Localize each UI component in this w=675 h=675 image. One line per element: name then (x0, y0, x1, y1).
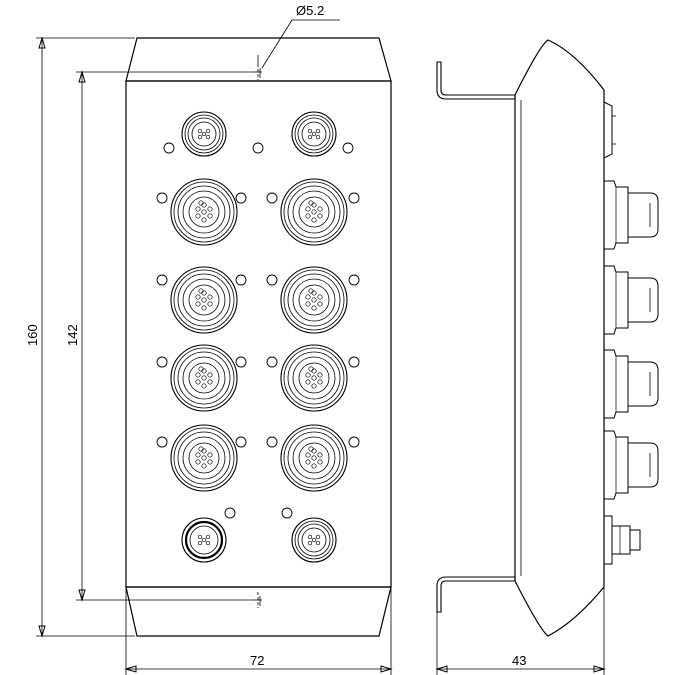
side-bracket (436, 61, 516, 100)
side-port-large-cap (604, 430, 659, 500)
led-dot (235, 356, 247, 368)
width-label: 72 (250, 653, 264, 668)
led-dot (235, 192, 247, 204)
led-dot (235, 436, 247, 448)
connector-large (170, 344, 238, 412)
led-dot (348, 274, 360, 286)
connector-large (280, 424, 348, 492)
led-dot (266, 274, 278, 286)
front-bottom-cap (125, 586, 392, 637)
dimension-lines (36, 19, 606, 675)
front-top-cap (125, 37, 392, 82)
led-dot (156, 274, 168, 286)
led-dot (156, 192, 168, 204)
front-connectors (170, 111, 348, 563)
led-dot (163, 142, 175, 154)
connector-small-female (181, 517, 227, 563)
connector-small (181, 111, 227, 157)
connector-large (280, 178, 348, 246)
connector-small (291, 517, 337, 563)
led-dot (348, 436, 360, 448)
side-housing (514, 39, 605, 637)
height-total-label: 160 (25, 324, 40, 346)
side-port-large-cap (604, 349, 659, 419)
led-dot (281, 507, 293, 519)
led-dot (266, 356, 278, 368)
connector-small (291, 111, 337, 157)
side-port-large-cap (604, 265, 659, 335)
connector-large (280, 344, 348, 412)
led-indicators (156, 142, 360, 519)
led-dot (348, 192, 360, 204)
led-dot (342, 142, 354, 154)
connector-large (170, 424, 238, 492)
side-port-small-cap (603, 101, 616, 159)
side-ports (603, 101, 659, 565)
dim-hole-leader (261, 19, 293, 69)
side-port-plug (604, 515, 641, 565)
depth-label: 43 (512, 653, 526, 668)
led-dot (224, 507, 236, 519)
front-body (125, 80, 392, 588)
connector-large (170, 178, 238, 246)
led-dot (235, 274, 247, 286)
led-dot (156, 436, 168, 448)
hole-diameter-label: Ø5.2 (296, 3, 324, 18)
led-dot (266, 192, 278, 204)
mount-hole-bottom (254, 592, 262, 608)
led-dot (348, 356, 360, 368)
led-dot (156, 356, 168, 368)
height-mount-label: 142 (65, 324, 80, 346)
mount-hole-top (254, 64, 262, 80)
led-dot (252, 142, 264, 154)
side-view (436, 39, 659, 637)
connector-large (170, 266, 238, 334)
led-dot (266, 436, 278, 448)
side-port-large-cap (604, 180, 659, 250)
connector-large (280, 266, 348, 334)
front-view (125, 37, 392, 637)
side-bracket-bottom (436, 576, 516, 613)
